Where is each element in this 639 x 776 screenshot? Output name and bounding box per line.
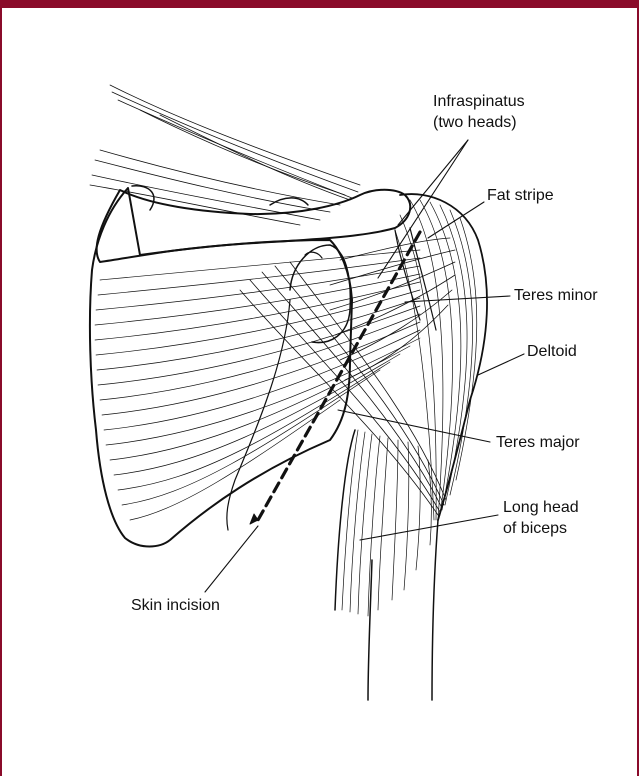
label-infraspinatus-heads: (two heads) — [433, 113, 517, 133]
leader-lines — [205, 140, 524, 592]
label-deltoid: Deltoid — [527, 342, 577, 362]
scapular-spine — [97, 190, 411, 262]
incision-arrowhead — [250, 514, 258, 524]
scapula-outline — [90, 188, 352, 547]
label-teres-minor: Teres minor — [514, 286, 598, 306]
label-teres-major: Teres major — [496, 433, 580, 453]
deltoid-fibers — [395, 200, 477, 520]
arm-outline — [335, 430, 438, 700]
label-infraspinatus: Infraspinatus — [433, 92, 525, 112]
label-of-biceps: of biceps — [503, 519, 567, 539]
label-skin-incision: Skin incision — [131, 596, 220, 616]
label-long-head: Long head — [503, 498, 579, 518]
biceps-fibers — [342, 430, 431, 616]
label-fat-stripe: Fat stripe — [487, 186, 554, 206]
